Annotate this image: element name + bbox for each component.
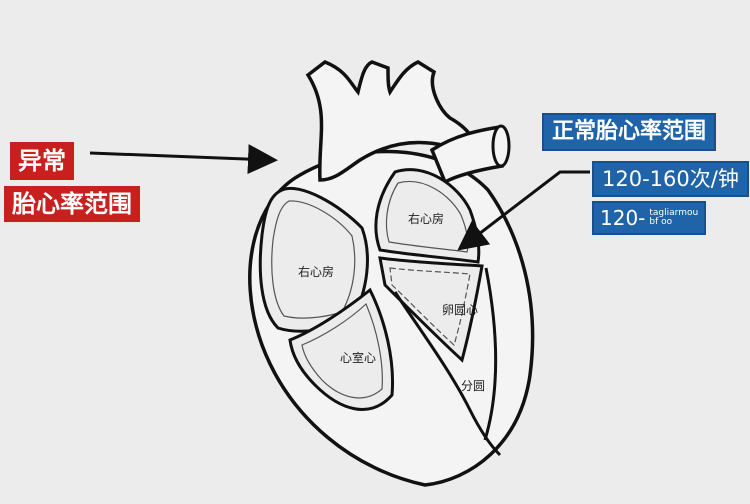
label-left-chamber: 右心房 <box>298 264 334 279</box>
abnormal-label-line2: 胎心率范围 <box>4 186 140 222</box>
normal-label-sub-small-top: tagliarmou <box>649 207 699 218</box>
normal-label-range: 120-160次/钟 <box>592 161 749 197</box>
aorta-outline <box>305 60 481 182</box>
label-lower-left-chamber: 心室心 <box>340 350 376 365</box>
label-middle-chamber: 卵圆心 <box>442 303 478 317</box>
lower-left-chamber <box>288 287 395 411</box>
normal-label-sub-small: tagliarmou bf oo <box>649 207 699 228</box>
normal-label-sub: 120- tagliarmou bf oo <box>592 201 707 235</box>
abnormal-arrow <box>89 144 278 175</box>
normal-label-sub-small-bottom: bf oo <box>649 217 673 227</box>
abnormal-label-line1: 异常 <box>10 142 74 180</box>
upper-right-chamber <box>374 168 481 264</box>
label-lower-right: 分圆 <box>461 379 485 393</box>
lower-right-region <box>393 291 502 457</box>
middle-chamber <box>378 256 484 363</box>
normal-label-sub-main: 120- <box>600 206 646 230</box>
normal-arrow <box>457 170 590 251</box>
label-upper-right-chamber: 右心房 <box>408 211 444 226</box>
pulmonary-opening <box>491 124 511 168</box>
normal-label-title: 正常胎心率范围 <box>542 113 717 151</box>
